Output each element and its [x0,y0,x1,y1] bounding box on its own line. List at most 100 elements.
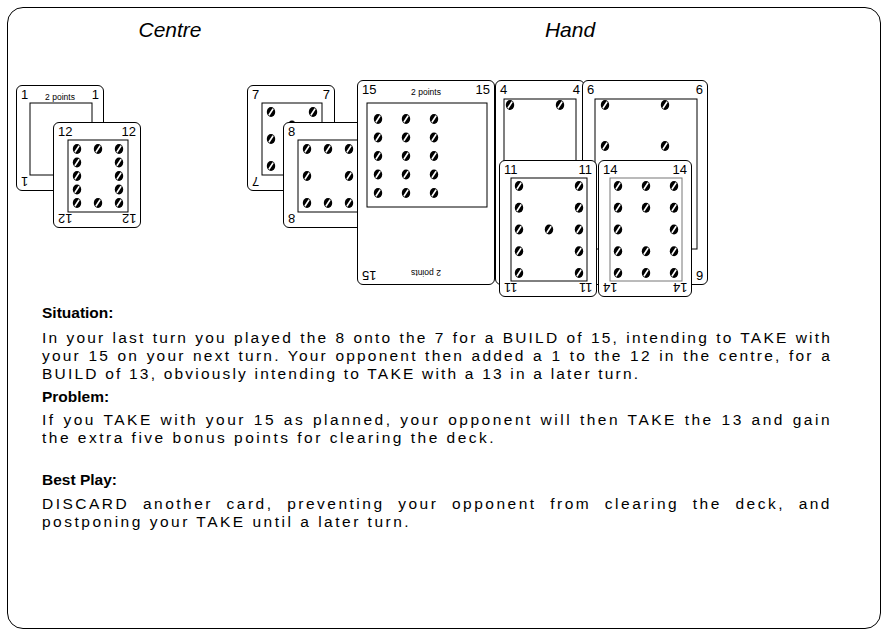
card-index: 11 [579,163,593,177]
suit-pip [374,151,382,161]
card-index: 15 [362,83,376,97]
pip-body [670,225,678,235]
pip-slash [432,116,436,122]
pip-body [303,171,311,181]
pip-body [642,181,650,191]
pip-body [614,246,622,256]
suit-pip [324,198,332,208]
pip-slash [672,270,676,276]
pip-body [303,198,311,208]
rule-panel: CentreHandSituation:In your last turn yo… [7,7,881,629]
suit-pip [661,141,669,151]
suit-pip [303,171,311,181]
card-face [500,161,598,298]
pip-body [73,198,81,208]
suit-pip [601,100,609,110]
pip-body [430,133,438,143]
section-text: If you TAKE with your 15 as planned, you… [42,411,832,447]
card-index: 8 [288,211,295,225]
pip-body [94,198,102,208]
pip-slash [517,205,521,211]
suit-pip [345,144,353,154]
pip-slash [547,227,551,233]
card-index: 12 [58,125,72,139]
pip-body [115,185,123,195]
pip-body [614,225,622,235]
pip-body [402,188,410,198]
pip-body [661,141,669,151]
pip-slash [376,172,380,178]
pip-body [575,225,583,235]
suit-pip [515,246,523,256]
pip-body [670,203,678,213]
pip-body [556,100,564,110]
pip-slash [311,109,315,115]
card-index: 6 [696,268,703,282]
pip-body [324,144,332,154]
card-index: 15 [476,83,490,97]
pip-body [430,170,438,180]
pip-slash [672,205,676,211]
pip-body [545,225,553,235]
pip-slash [347,146,351,152]
card-index: 12 [122,125,136,139]
suit-pip [614,203,622,213]
pip-body [642,268,650,278]
pip-body [267,107,275,117]
section-heading: Best Play: [42,471,117,489]
pip-body [115,158,123,168]
pip-slash [644,205,648,211]
suit-pip [94,198,102,208]
suit-pip [73,158,81,168]
suit-pip [115,198,123,208]
pip-body [115,144,123,154]
pip-slash [517,270,521,276]
pip-slash [326,200,330,206]
suit-pip [73,171,81,181]
card-index: 15 [362,268,376,282]
pip-body [515,225,523,235]
suit-pip [345,198,353,208]
card-index: 1 [21,88,28,102]
pip-slash [96,146,100,152]
pip-body [267,161,275,171]
card-inner-frame [511,178,587,281]
pip-slash [663,102,667,108]
card-index: 12 [58,211,72,225]
suit-pip [303,198,311,208]
pip-body [515,268,523,278]
pip-body [94,144,102,154]
pip-body [115,171,123,181]
pip-body [73,144,81,154]
pip-slash [517,227,521,233]
pip-slash [616,183,620,189]
pip-slash [75,146,79,152]
suit-pip [115,185,123,195]
pip-body [402,151,410,161]
card-index: 4 [500,83,507,97]
pip-slash [672,183,676,189]
pip-slash [517,183,521,189]
pip-slash [347,173,351,179]
pip-slash [404,190,408,196]
suit-pip [324,144,332,154]
pip-slash [347,200,351,206]
pip-slash [404,153,408,159]
area-heading: Hand [545,18,595,42]
pip-body [614,181,622,191]
pip-body [670,246,678,256]
suit-pip [430,151,438,161]
card-index: 1 [92,88,99,102]
pip-slash [305,200,309,206]
card-index: 14 [673,163,687,177]
pip-slash [432,190,436,196]
pip-slash [577,248,581,254]
suit-pip [661,100,669,110]
pip-body [73,158,81,168]
pip-body [402,170,410,180]
pip-body [506,100,514,110]
pip-slash [432,153,436,159]
suit-pip [402,151,410,161]
suit-pip [670,203,678,213]
card-index: 14 [603,163,617,177]
